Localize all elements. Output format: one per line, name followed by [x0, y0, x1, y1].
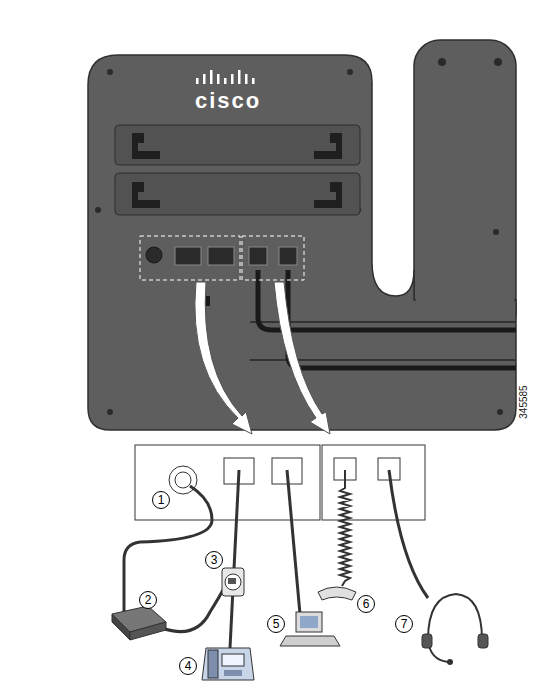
callout-number: 4: [179, 657, 197, 675]
detail-panels: [135, 445, 425, 520]
phone-handset: [208, 650, 218, 678]
power-jack: [175, 472, 191, 488]
slot: [132, 133, 160, 159]
power-cable: [124, 486, 212, 612]
screws: [95, 58, 503, 415]
screw: [493, 229, 499, 235]
phone-keys: [224, 670, 242, 676]
coiled-cord: [340, 470, 350, 586]
handset-rest: [414, 40, 516, 340]
headband: [428, 594, 482, 640]
screw: [95, 207, 101, 213]
outlet-plate: [222, 568, 244, 596]
bar: [252, 78, 255, 84]
headset-port: [279, 247, 297, 265]
dashed-box: [140, 236, 240, 280]
computer-icon: [280, 612, 340, 646]
ethernet-port: [175, 247, 201, 265]
pointer-arrows: [195, 282, 330, 434]
callout-number: 2: [139, 591, 157, 609]
screw: [107, 69, 113, 75]
bar: [210, 70, 213, 84]
expansion-plates: [115, 125, 360, 215]
earpiece: [422, 634, 432, 648]
plug: [228, 578, 236, 584]
handset-icon: [318, 587, 356, 600]
screw: [347, 69, 353, 75]
callout-number: 1: [152, 491, 170, 509]
plate: [115, 173, 360, 215]
slot: [132, 182, 160, 208]
ethernet-port: [208, 247, 234, 265]
screw: [497, 409, 503, 415]
callout-number: 6: [357, 595, 375, 613]
body-join: [416, 290, 514, 310]
handset-port: [249, 247, 267, 265]
slot: [314, 133, 342, 159]
dashed-box: [242, 236, 304, 280]
top-cables: [258, 270, 516, 368]
wall-outlet: [222, 568, 244, 596]
bar: [245, 74, 248, 84]
keyboard: [280, 636, 340, 646]
screw: [107, 409, 113, 415]
power-jack: [169, 466, 197, 494]
phone-base: [202, 648, 254, 680]
bar: [224, 78, 227, 84]
headset-cable: [389, 470, 428, 598]
plate: [115, 125, 360, 165]
arrow: [274, 282, 330, 434]
power-jack: [146, 247, 162, 263]
screen: [300, 616, 318, 628]
bar: [238, 70, 241, 84]
cable: [288, 270, 516, 368]
power-cord: [162, 588, 224, 632]
callout-number: 5: [267, 615, 285, 633]
headset-icon: [428, 594, 482, 662]
bar: [196, 78, 199, 84]
power-adapter: [112, 606, 166, 640]
brand-logo: cisco: [195, 90, 261, 112]
phone-screen: [222, 654, 244, 666]
outlet-socket: [225, 574, 241, 590]
screw: [438, 58, 446, 66]
callout-number: 7: [395, 615, 413, 633]
panel: [135, 445, 320, 520]
earpiece: [478, 634, 488, 648]
screw: [494, 58, 502, 66]
cable: [258, 270, 516, 330]
slot: [314, 182, 342, 208]
monitor: [296, 612, 322, 632]
device-cables: [124, 470, 428, 648]
microphone: [447, 659, 453, 665]
bar: [203, 74, 206, 84]
bar: [217, 74, 220, 84]
callout-number: 3: [205, 551, 223, 569]
network-cable: [230, 470, 239, 648]
pc-cable: [287, 470, 300, 614]
adapter-side: [112, 614, 130, 640]
ip-phone-icon: [202, 648, 254, 680]
cisco-bars: [196, 70, 255, 84]
bar: [231, 74, 234, 84]
arrow: [195, 282, 252, 434]
adapter-front: [130, 622, 166, 640]
figure-number: 345585: [519, 385, 529, 418]
